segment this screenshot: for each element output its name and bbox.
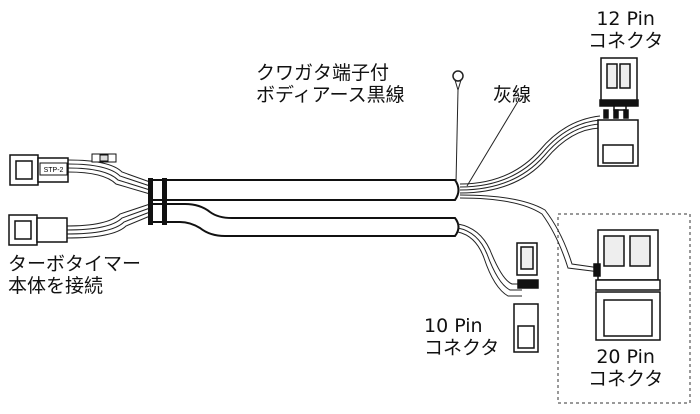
connector-12pin bbox=[597, 57, 639, 167]
label-10pin: 10 Pin コネクタ bbox=[424, 315, 499, 359]
label-ground-line2: ボディアース黒線 bbox=[256, 84, 405, 106]
label-gray-wire: 灰線 bbox=[493, 84, 531, 106]
label-ground-line1: クワガタ端子付 bbox=[256, 62, 390, 84]
label-12pin: 12 Pin コネクタ bbox=[588, 8, 663, 52]
connector-20pin bbox=[593, 229, 661, 341]
ground-wire bbox=[452, 70, 464, 184]
label-12pin-line2: コネクタ bbox=[588, 30, 664, 52]
timer-wires bbox=[65, 159, 151, 239]
label-20pin-line2: コネクタ bbox=[588, 368, 664, 390]
wires-to-20pin bbox=[459, 194, 601, 273]
label-10pin-line2: コネクタ bbox=[424, 337, 500, 359]
label-20pin-line1: 20 Pin bbox=[596, 346, 655, 368]
label-10pin-line1: 10 Pin bbox=[424, 315, 483, 337]
label-turbo-timer: ターボタイマー 本体を接続 bbox=[8, 253, 141, 297]
wires-to-10pin bbox=[457, 223, 522, 297]
gray-wire-leader bbox=[466, 97, 521, 187]
label-12pin-line1: 12 Pin bbox=[596, 8, 655, 30]
stp-tag-text: STP-2 bbox=[44, 167, 64, 174]
stp-tag: STP-2 bbox=[39, 162, 68, 176]
label-20pin: 20 Pin コネクタ bbox=[588, 346, 663, 390]
connector-10pin bbox=[513, 242, 539, 353]
label-gray-wire-text: 灰線 bbox=[493, 84, 532, 106]
timer-connector-lower bbox=[8, 214, 68, 246]
pin20-dashed-frame bbox=[557, 213, 691, 404]
label-ground-wire: クワガタ端子付 ボディアース黒線 bbox=[256, 62, 405, 106]
harness-sleeve-lower bbox=[148, 203, 460, 237]
fuse-block bbox=[91, 153, 117, 163]
harness-sleeve-upper bbox=[148, 179, 460, 201]
label-timer-line1: ターボタイマー bbox=[8, 253, 142, 275]
label-timer-line2: 本体を接続 bbox=[8, 275, 104, 297]
wires-to-12pin bbox=[459, 115, 601, 194]
harness-clamps bbox=[148, 178, 167, 225]
